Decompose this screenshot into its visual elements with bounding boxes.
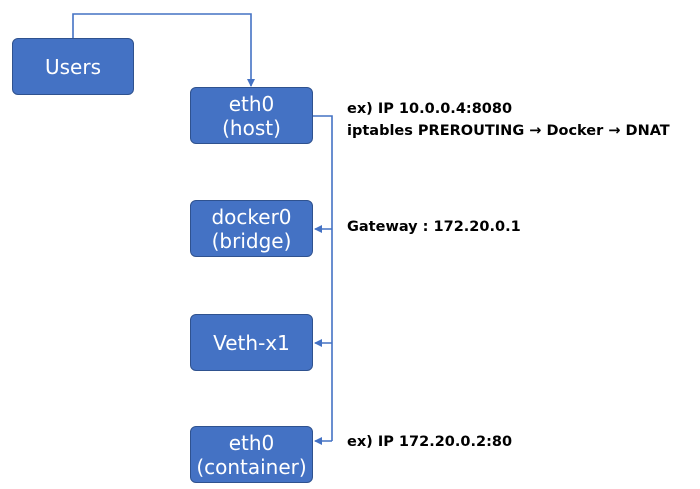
eth0-host-node: eth0 (host) <box>190 87 313 144</box>
eth0-container-node: eth0 (container) <box>190 426 313 483</box>
veth-node: Veth-x1 <box>190 314 313 371</box>
eth0-container-label: eth0 <box>228 430 275 455</box>
docker0-label: docker0 <box>211 204 292 229</box>
host-bus-line <box>313 115 333 441</box>
veth-label: Veth-x1 <box>213 330 290 355</box>
container-ip-annotation: ex) IP 172.20.0.2:80 <box>347 434 513 450</box>
docker0-bridge-node: docker0 (bridge) <box>190 200 313 257</box>
host-ip-annotation: ex) IP 10.0.0.4:8080 <box>347 101 513 117</box>
users-node-label: Users <box>44 54 101 79</box>
users-to-eth0-host-arrow <box>72 13 255 87</box>
gateway-annotation: Gateway : 172.20.0.1 <box>347 219 521 235</box>
docker0-sublabel: (bridge) <box>211 228 292 253</box>
eth0-host-label: eth0 <box>228 91 275 116</box>
iptables-annotation: iptables PREROUTING → Docker → DNAT <box>347 123 670 139</box>
eth0-host-sublabel: (host) <box>222 115 281 140</box>
users-node: Users <box>12 38 134 95</box>
eth0-container-sublabel: (container) <box>196 454 307 479</box>
